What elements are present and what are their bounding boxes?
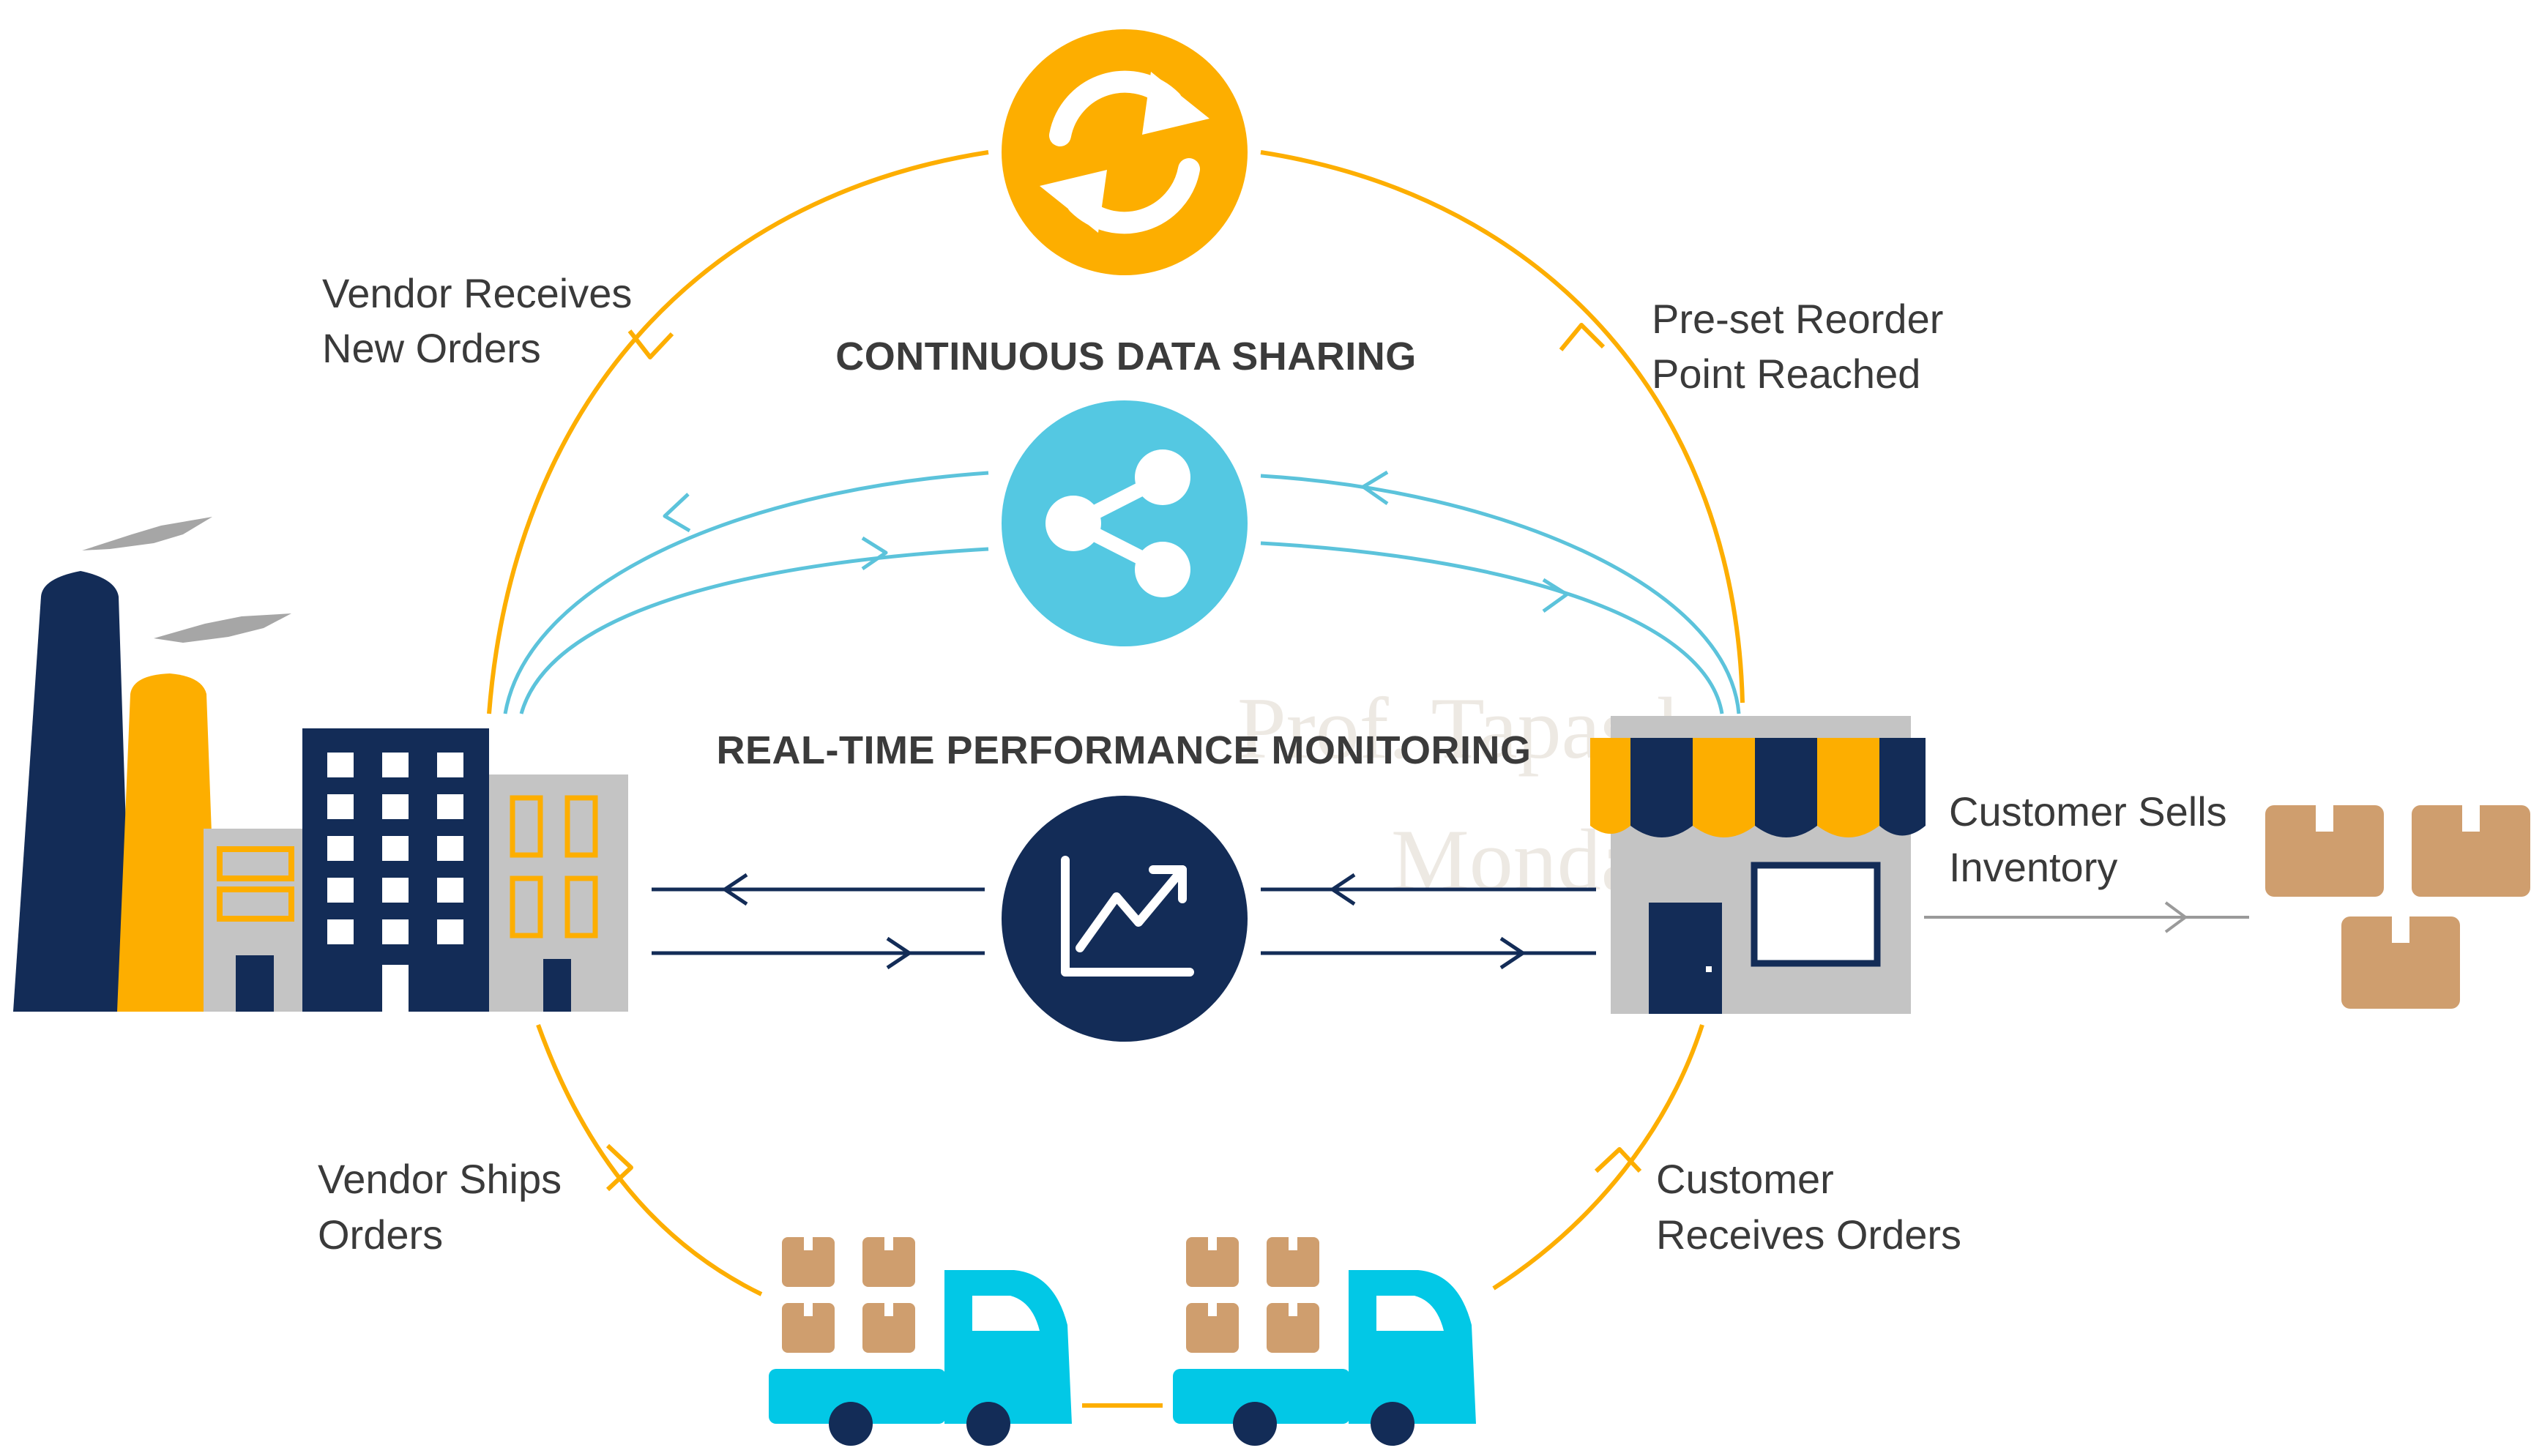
cycle-chevrons (605, 323, 1642, 1192)
share-arc-right-outer (1260, 474, 1741, 714)
truck-icon-right (1173, 1237, 1476, 1446)
chevron-down-left (627, 329, 674, 359)
sync-arrowhead-bottom (1040, 170, 1107, 233)
share-icon (1045, 449, 1190, 597)
trend-chart-icon (1061, 856, 1194, 977)
share-chevron-right-outer (1361, 470, 1389, 506)
share-chevron-left-inner (861, 536, 888, 571)
chimney-navy (13, 571, 132, 1012)
share-chevron-right-inner (1542, 578, 1569, 613)
heading-monitoring: REAL-TIME PERFORMANCE MONITORING (717, 728, 1532, 772)
cycle-arc-top-right (1260, 150, 1745, 703)
cycle-arc-bottom-left (536, 1023, 763, 1296)
factory-icon (13, 517, 628, 1012)
share-arc-left-outer (503, 471, 989, 714)
label-customer-sells: Customer Sells Inventory (1949, 788, 2227, 890)
data-sharing-arcs (503, 470, 1741, 714)
share-arc-left-inner (519, 547, 989, 714)
label-vendor-receives-line-1: Vendor Receives (322, 270, 632, 316)
chevron-up-bottom-right (1594, 1147, 1642, 1173)
chimney-yellow (117, 673, 218, 1012)
sync-node (1002, 29, 1248, 275)
label-vendor-receives: Vendor Receives New Orders (322, 270, 632, 371)
share-arc-right-inner (1260, 541, 1724, 714)
sync-arrowhead-top (1142, 72, 1209, 135)
store-door (1649, 903, 1722, 1014)
label-reorder-point: Pre-set Reorder Point Reached (1652, 296, 1943, 397)
label-customer-receives-line-2: Receives Orders (1656, 1212, 1961, 1258)
chevron-right-bottom-left (605, 1143, 633, 1192)
label-customer-receives: Customer Receives Orders (1656, 1156, 1961, 1258)
monitoring-node (1002, 796, 1248, 1042)
cycle-arc-top-left (487, 150, 989, 714)
label-reorder-point-line-1: Pre-set Reorder (1652, 296, 1943, 342)
share-chevron-left-outer (663, 493, 691, 533)
smoke-cloud-upper (82, 517, 212, 550)
cycle-loop (487, 150, 1745, 1408)
monitoring-arrows (652, 873, 1596, 970)
inventory-boxes-icon (2265, 805, 2530, 1009)
truck-icon-left (769, 1237, 1072, 1446)
label-vendor-ships-line-1: Vendor Ships (318, 1156, 562, 1202)
label-vendor-ships: Vendor Ships Orders (318, 1156, 562, 1258)
store-icon (1590, 716, 1926, 1014)
label-reorder-point-line-2: Point Reached (1652, 351, 1920, 397)
heading-data-sharing: CONTINUOUS DATA SHARING (835, 335, 1416, 378)
store-window (1751, 862, 1881, 967)
label-vendor-ships-line-2: Orders (318, 1212, 443, 1258)
customer-sells-arrow (1924, 901, 2249, 933)
chevron-up-right (1559, 323, 1606, 351)
label-customer-receives-line-1: Customer (1656, 1156, 1834, 1202)
smoke-cloud-lower (154, 613, 291, 643)
cycle-arc-bottom-right (1492, 1024, 1704, 1291)
label-vendor-receives-line-2: New Orders (322, 325, 541, 371)
label-customer-sells-line-2: Inventory (1949, 844, 2117, 890)
store-awning (1590, 738, 1926, 837)
share-node (1002, 400, 1248, 646)
label-customer-sells-line-1: Customer Sells (1949, 788, 2227, 835)
